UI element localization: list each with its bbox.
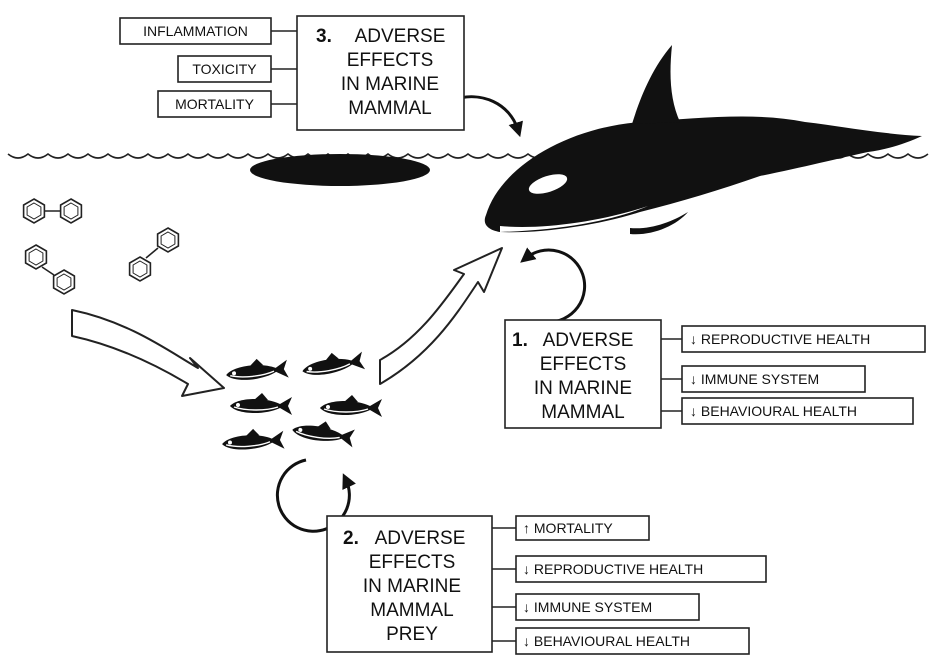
item-box [515, 555, 767, 583]
effects-group-2: 2. ADVERSE EFFECTS IN MARINE MAMMAL PREY… [326, 515, 767, 655]
biphenyl-molecule [24, 244, 76, 295]
item-label: TOXICITY [192, 61, 257, 77]
effects-line: ADVERSE [543, 330, 634, 351]
orca-whale [250, 45, 922, 235]
effects-line: EFFECTS [347, 50, 434, 71]
item-label: ↓ IMMUNE SYSTEM [690, 371, 819, 387]
biphenyl-molecule [128, 227, 180, 282]
effects-number-1: 1. [512, 330, 528, 351]
effects-box-1 [504, 319, 662, 429]
effects-line: ADVERSE [355, 26, 446, 47]
effects-line: EFFECTS [540, 354, 627, 375]
item-box [177, 55, 272, 83]
effects-group-1: 1. ADVERSE EFFECTS IN MARINE MAMMAL ↓ RE… [504, 319, 926, 429]
pollutant-to-prey-arrow [71, 309, 225, 397]
effects-number-2: 2. [343, 528, 359, 549]
item-box [119, 17, 272, 45]
effects-line: ADVERSE [375, 528, 466, 549]
item-label: ↓ REPRODUCTIVE HEALTH [690, 331, 870, 347]
item-label: INFLAMMATION [143, 23, 248, 39]
effects-line: MAMMAL [370, 600, 453, 621]
fish-school [220, 346, 383, 454]
item-box [515, 627, 750, 655]
item-box [515, 593, 700, 621]
biphenyl-molecule [22, 198, 83, 224]
mammal-cycle-arrow [520, 247, 587, 324]
item-box [681, 365, 866, 393]
effects-line: MAMMAL [541, 402, 624, 423]
effects-line: IN MARINE [341, 74, 439, 95]
effects-box-2 [326, 515, 493, 653]
effects-line: IN MARINE [534, 378, 632, 399]
item-label: ↓ BEHAVIOURAL HEALTH [523, 633, 690, 649]
item-label: ↓ IMMUNE SYSTEM [523, 599, 652, 615]
item-label: ↓ REPRODUCTIVE HEALTH [523, 561, 703, 577]
effects-group-3: 3. ADVERSE EFFECTS IN MARINE MAMMAL INFL… [119, 15, 465, 131]
item-label: MORTALITY [175, 96, 254, 112]
item-box [157, 90, 272, 118]
effects-line: EFFECTS [369, 552, 456, 573]
item-label: ↑ MORTALITY [523, 520, 613, 536]
effects-number-3: 3. [316, 26, 332, 47]
prey-cycle-arrow [275, 458, 356, 533]
effects-line: IN MARINE [363, 576, 461, 597]
effects-line: MAMMAL [348, 98, 431, 119]
item-label: ↓ BEHAVIOURAL HEALTH [690, 403, 857, 419]
effects-box-3 [296, 15, 465, 131]
item-box [681, 397, 914, 425]
prey-to-mammal-arrow [379, 247, 503, 385]
effects-line: PREY [386, 624, 438, 645]
